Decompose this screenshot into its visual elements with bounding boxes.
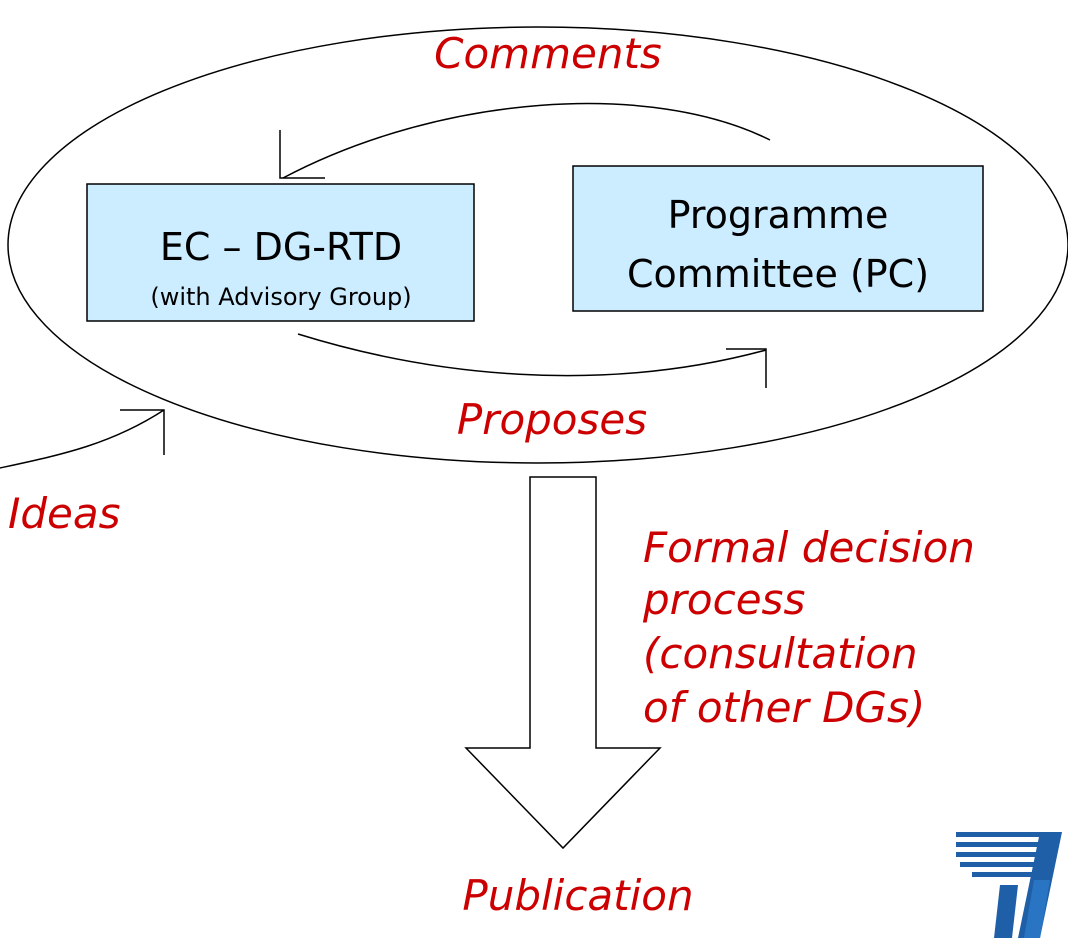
ec-box-title: EC – DG-RTD	[160, 225, 402, 269]
ideas-arrow	[0, 409, 165, 469]
process-ellipse	[7, 26, 1068, 464]
formal-decision-line4: of other DGs)	[643, 683, 925, 732]
formal-decision-line1: Formal decision	[643, 523, 975, 572]
proposes-arrowhead	[726, 348, 767, 388]
formal-decision-line3: (consultation	[643, 629, 918, 678]
ideas-label: Ideas	[8, 489, 121, 538]
comments-arrow	[282, 102, 771, 179]
publication-label: Publication	[462, 871, 693, 920]
formal-decision-line2: process	[642, 575, 805, 624]
fp7-logo-icon	[956, 832, 1062, 938]
ideas-arrowhead	[120, 409, 165, 455]
comments-label: Comments	[434, 29, 662, 78]
pc-box-line2: Committee (PC)	[627, 252, 929, 296]
ec-dg-rtd-box: EC – DG-RTD (with Advisory Group)	[86, 183, 475, 322]
ec-box-subtitle: (with Advisory Group)	[150, 283, 411, 311]
programme-committee-box: Programme Committee (PC)	[572, 165, 984, 312]
proposes-arrow	[297, 333, 767, 377]
proposes-label: Proposes	[457, 395, 647, 444]
comments-arrowhead	[279, 130, 325, 179]
decision-down-arrow	[464, 476, 662, 850]
pc-box-line1: Programme	[668, 193, 889, 237]
